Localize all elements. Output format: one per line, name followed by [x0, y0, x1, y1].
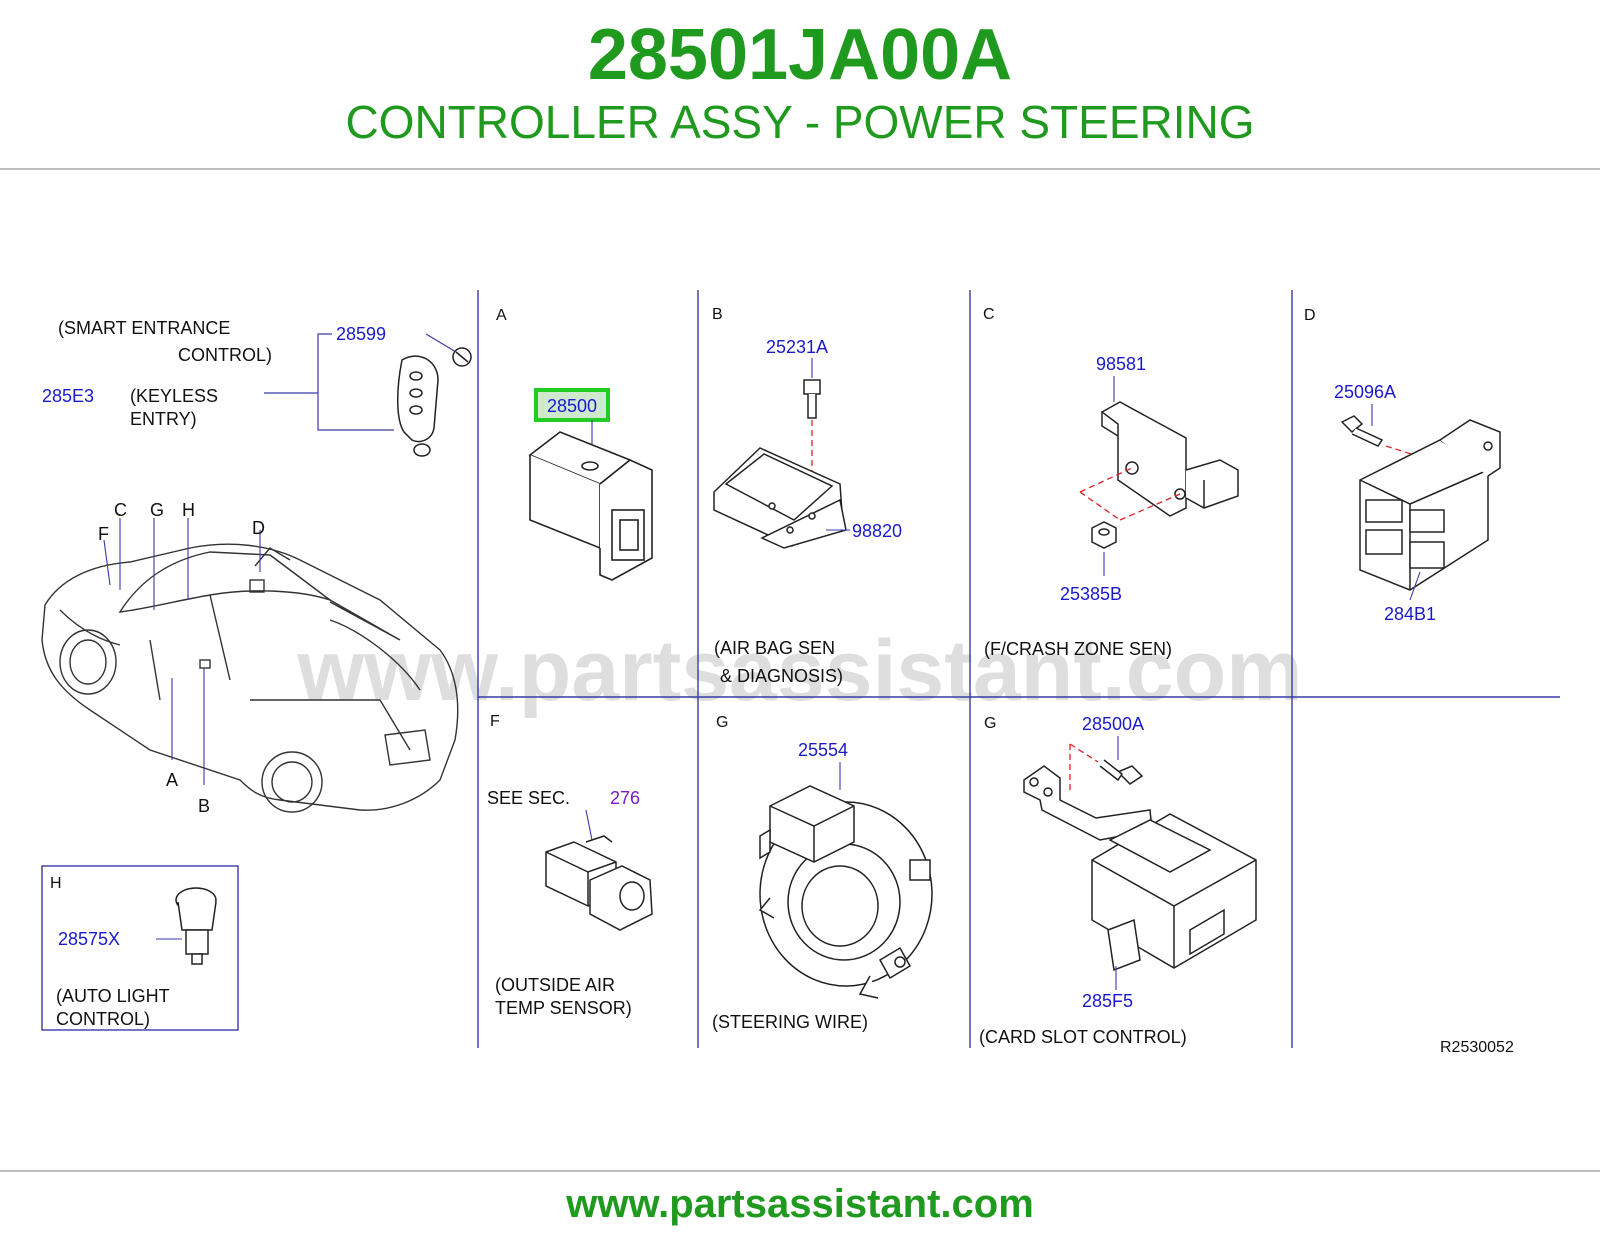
card-slot-control-icon: [1023, 765, 1257, 972]
bolt-icon-g: [1099, 759, 1144, 785]
panel-g2-letter: G: [984, 715, 996, 732]
callout-25231a[interactable]: 25231A: [766, 337, 828, 357]
bolt-icon-d: [1340, 415, 1384, 447]
auto-light-sensor-icon: [175, 887, 217, 965]
car-letter-d: D: [252, 518, 265, 538]
part-description: CONTROLLER ASSY - POWER STEERING: [345, 96, 1255, 148]
bolt-icon-b: [803, 379, 821, 419]
panel-h-caption-2: CONTROL): [56, 1009, 150, 1029]
panel-c: C 98581 25385B (F/CRASH Z: [983, 306, 1239, 659]
dashed-guide-d: [1385, 445, 1431, 461]
footer-url-link[interactable]: www.partsassistant.com: [566, 1182, 1034, 1226]
panel-b-caption-2: & DIAGNOSIS): [720, 666, 843, 686]
car-illustration: [41, 543, 459, 813]
panel-a: A 28500: [496, 307, 653, 581]
overview-area: (SMART ENTRANCE CONTROL) (KEYLESS ENTRY)…: [41, 318, 472, 816]
car-letter-b: B: [198, 796, 210, 816]
panel-b: B 25231A 98820 (AIR BAG SEN & DIAGNOSIS): [712, 306, 902, 686]
panel-c-letter: C: [983, 306, 995, 323]
smart-entrance-label: (SMART ENTRANCE: [58, 318, 230, 338]
callout-285f5[interactable]: 285F5: [1082, 991, 1133, 1011]
smart-entrance-label-2: CONTROL): [178, 345, 272, 365]
callout-98581[interactable]: 98581: [1096, 354, 1146, 374]
panel-f: F SEE SEC. 276 (OUTSIDE AIR TEMP SENSOR): [487, 713, 653, 1018]
panel-g1-caption-1: (STEERING WIRE): [712, 1012, 868, 1032]
leader-284b1: [1409, 571, 1421, 601]
panel-g2-caption-1: (CARD SLOT CONTROL): [979, 1027, 1187, 1047]
drawing-code: R2530052: [1440, 1039, 1514, 1056]
panel-d-letter: D: [1304, 307, 1316, 324]
panel-b-caption-1: (AIR BAG SEN: [714, 638, 835, 658]
control-module-icon-d: [1359, 419, 1501, 591]
panel-grid: [477, 290, 1560, 1048]
panel-a-letter: A: [496, 307, 507, 324]
panel-g1-letter: G: [716, 714, 728, 731]
car-letter-a: A: [166, 770, 178, 790]
key-fob-icon: [396, 347, 472, 457]
part-number-title: 28501JA00A: [587, 15, 1013, 95]
car-letter-f: F: [98, 524, 109, 544]
watermark-text: www.partsassistant.com: [296, 623, 1302, 719]
panel-h-letter: H: [50, 875, 62, 892]
airbag-sensor-icon: [713, 447, 847, 549]
footer-rule: [0, 1170, 1600, 1172]
highlight-frame: [534, 388, 610, 422]
see-section-label: SEE SEC.: [487, 788, 570, 808]
keyless-entry-label-2: ENTRY): [130, 409, 197, 429]
crash-zone-sensor-icon: [1100, 401, 1239, 517]
nut-icon-c: [1091, 521, 1117, 549]
callout-28500a[interactable]: 28500A: [1082, 714, 1144, 734]
spiral-cable-icon: [758, 785, 933, 999]
callout-25385b[interactable]: 25385B: [1060, 584, 1122, 604]
panel-f-caption-1: (OUTSIDE AIR: [495, 975, 615, 995]
dashed-guide-c: [1079, 467, 1181, 521]
callout-25554[interactable]: 25554: [798, 740, 848, 760]
keyless-entry-label: (KEYLESS: [130, 386, 218, 406]
panel-f-letter: F: [490, 713, 500, 730]
callout-98820[interactable]: 98820: [852, 521, 902, 541]
panel-c-caption-1: (F/CRASH ZONE SEN): [984, 639, 1172, 659]
callout-28500-highlighted[interactable]: 28500: [547, 396, 597, 416]
header-rule: [0, 168, 1600, 170]
callout-25096a[interactable]: 25096A: [1334, 382, 1396, 402]
panel-g-card-slot: G 28500A 285F5: [979, 714, 1257, 1047]
power-steering-controller-icon: [528, 431, 653, 581]
panel-b-letter: B: [712, 306, 723, 323]
callout-28599[interactable]: 28599: [336, 324, 386, 344]
panel-h-caption-1: (AUTO LIGHT: [56, 986, 170, 1006]
callout-284b1[interactable]: 284B1: [1384, 604, 1436, 624]
panel-g-steering: G 25554 (STEERING WIRE): [712, 714, 933, 1032]
air-temp-sensor-icon: [545, 835, 653, 931]
callout-285e3[interactable]: 285E3: [42, 386, 94, 406]
car-letter-h: H: [182, 500, 195, 520]
car-leaders: [103, 518, 261, 785]
section-ref-276[interactable]: 276: [610, 788, 640, 808]
keyless-leaders: [264, 333, 457, 431]
callout-28575x[interactable]: 28575X: [58, 929, 120, 949]
leader-276: [585, 809, 593, 841]
panel-f-caption-2: TEMP SENSOR): [495, 998, 632, 1018]
dashed-guide-g: [1069, 743, 1099, 790]
car-letter-g: G: [150, 500, 164, 520]
car-letter-c: C: [114, 500, 127, 520]
panel-d: D 25096A 284B1: [1304, 307, 1501, 624]
panel-h-frame: [41, 865, 239, 1031]
panel-h: H 28575X (AUTO LIGHT CONTROL): [41, 865, 239, 1031]
